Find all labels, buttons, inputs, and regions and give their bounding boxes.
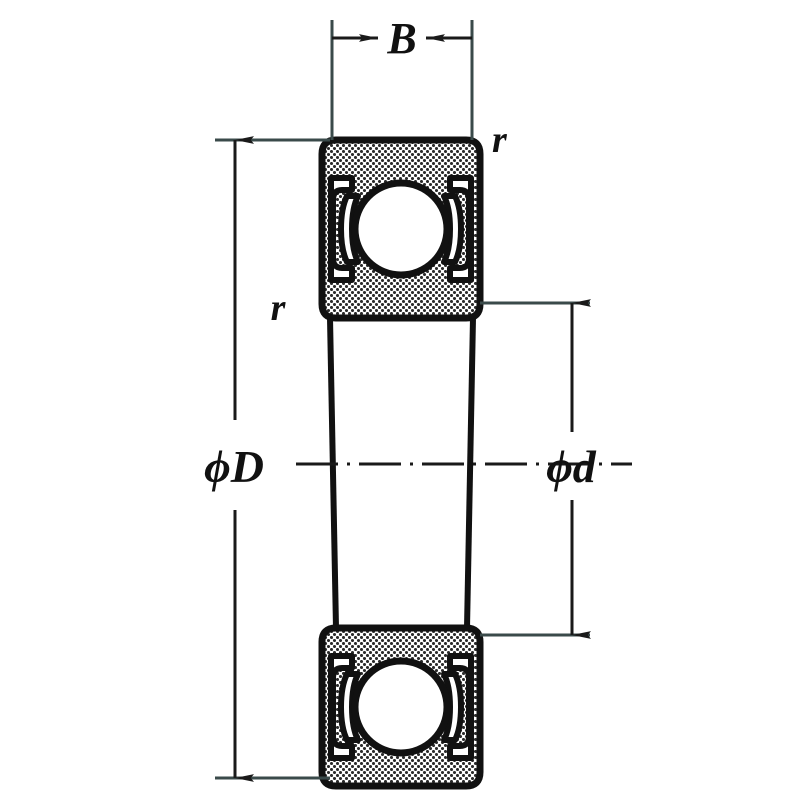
dimension-phid: ϕd: [480, 299, 597, 639]
upper-bearing-section: [318, 136, 484, 322]
dimension-phiD: ϕD: [204, 136, 330, 782]
label-B: B: [386, 14, 416, 63]
label-r-mid-left: r: [271, 287, 287, 329]
lower-left-retainer: [338, 671, 361, 743]
bore-wall-right: [464, 317, 476, 629]
lower-right-shield: [447, 653, 474, 761]
bore-wall-lines: [327, 317, 476, 629]
label-phid: ϕd: [546, 441, 597, 492]
label-phiD: ϕD: [204, 441, 264, 492]
upper-right-retainer: [441, 193, 464, 265]
lower-ball: [351, 657, 451, 757]
upper-left-shield: [328, 175, 355, 283]
lower-right-retainer: [441, 671, 464, 743]
dimension-B: B: [330, 14, 474, 140]
lower-left-shield: [328, 653, 355, 761]
upper-left-retainer: [338, 193, 361, 265]
lower-bearing-section: [318, 624, 484, 790]
bore-wall-left: [327, 317, 339, 629]
upper-ball: [351, 179, 451, 279]
label-r-top-right: r: [492, 119, 508, 161]
upper-right-shield: [447, 175, 474, 283]
